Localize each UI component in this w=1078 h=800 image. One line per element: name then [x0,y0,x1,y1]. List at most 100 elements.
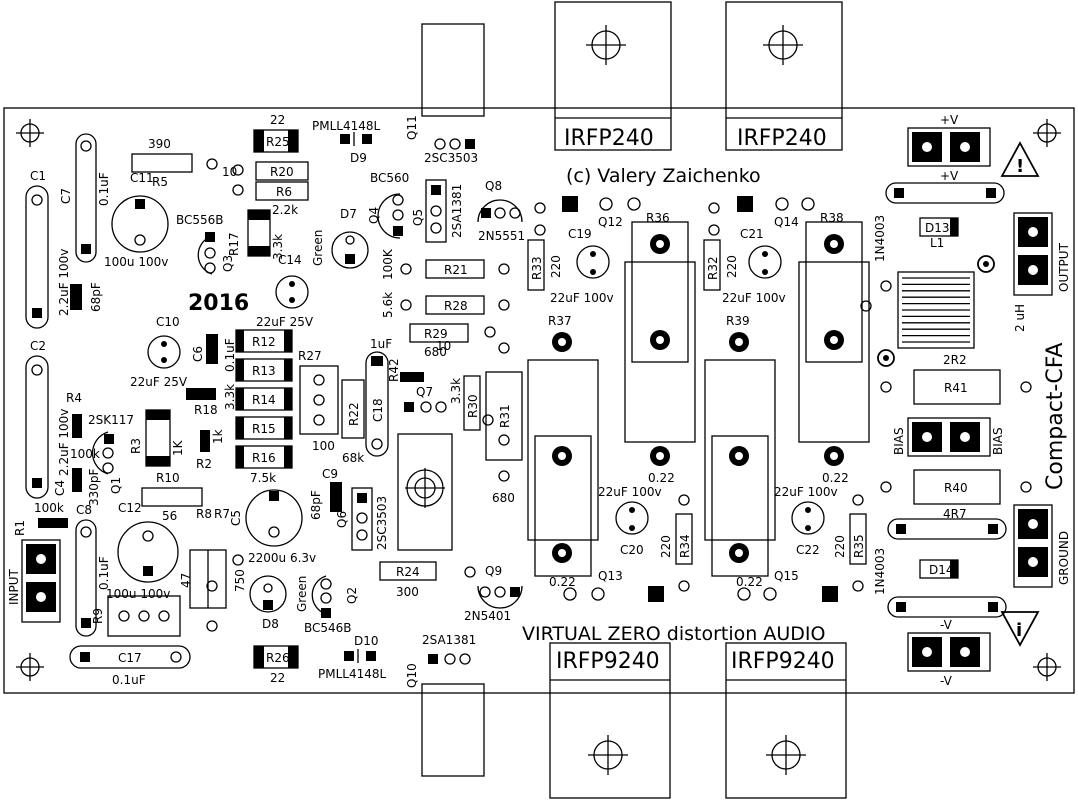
q9-label: Q9 [485,564,502,578]
r30-resistor: R30 3.3k [449,375,481,431]
q12-part-label: IRFP240 [564,126,654,151]
c19-label: C19 [568,227,592,241]
c22-label: C22 [796,543,820,557]
r10-label: R10 [156,471,180,485]
r37-value: 0.22 [549,575,576,589]
r40-value: 4R7 [943,507,967,521]
r1-resistor: R1 100k [13,501,68,536]
r5-resistor: 390 R5 [131,137,193,189]
r37-label: R37 [548,314,572,328]
r17-label: R17 [227,232,241,256]
via [708,202,720,214]
c1-label: C1 [30,169,46,183]
r6-resistor: R6 2.2k [255,181,309,217]
q1-label: Q1 [109,477,123,494]
q14-irfp240-package: IRFP240 [725,1,843,151]
c1-value: 2.2uF 100v [57,249,71,316]
q15-label: Q15 [774,569,799,583]
d13-part: 1N4003 [873,215,887,262]
vplus-connector: +V +V [907,113,991,183]
q10-heatsink-tab [421,683,485,777]
q5-part: 2SA1381 [450,184,464,238]
d8-led: D8 Green [249,575,309,631]
r35-value: 220 [833,535,847,558]
slogan-text: VIRTUAL ZERO distortion AUDIO [522,623,825,645]
vplus-label-bottom: +V [940,169,959,183]
via [678,494,690,506]
c10-label: C10 [156,315,180,329]
c20-capacitor: C20 22uF 100v [598,485,662,557]
r41-value: 2R2 [943,353,967,367]
r39-label: R39 [726,314,750,328]
inductor-coil-icon: 2 uH [877,255,1027,367]
q1-part: 2SK117 [88,413,134,427]
c2-capacitor: C2 2.2uF 100v [25,339,71,499]
q5-transistor: Q5 2SA1381 [411,179,464,243]
r27-trimmer: R27 100 [298,349,339,453]
r42-label: R42 [387,358,401,382]
warning-icon: ! [1000,141,1040,177]
ground-connector: GROUND [1013,504,1071,588]
r39-resistor: R39 0.22 [704,314,776,589]
r22-label: R22 [347,402,361,426]
mounting-hole-icon [1033,119,1061,147]
r36-label: R36 [646,211,670,225]
output-label: OUTPUT [1057,242,1071,292]
r34-resistor: R34 220 [659,513,693,565]
r1-label: R1 [13,520,27,536]
svg-text:i: i [1016,620,1022,641]
r18-label: R3 [129,438,143,454]
r14-label: R14 [252,393,276,407]
r33-value: 220 [549,255,563,278]
r24-value: 300 [396,585,419,599]
q6-transistor: Q6 2SC3503 [335,487,389,551]
r27-label: R27 [298,349,322,363]
r31-label: R31 [498,404,512,428]
c7-capacitor: C7 0.1uF [59,133,111,263]
q15-part-label: IRFP9240 [731,649,835,674]
r24-resistor: R24 300 [379,561,437,599]
r18-resistor: R3 1K [129,409,185,467]
c19-capacitor: C19 22uF 100v [550,227,614,305]
via [708,224,720,236]
q9-part: 2N5401 [464,609,511,623]
q4-transistor: BC560 Q4 [367,171,409,239]
r36-value: 0.22 [648,471,675,485]
c11-value: 100u 100v [104,255,168,269]
c21-capacitor: C21 22uF 100v [722,227,786,305]
via [206,580,218,592]
d10-diode: D10 PMLL4148L [318,634,387,681]
d10-label: D10 [354,634,379,648]
r39-value: 0.22 [736,575,763,589]
d10-part: PMLL4148L [318,667,387,681]
d7-color: Green [311,230,325,266]
d8-color: Green [295,576,309,612]
q12-label: Q12 [598,215,623,229]
q7-transistor: Q7 [404,385,447,413]
r12-label: R12 [252,335,276,349]
r30-label: R30 [466,394,480,418]
r11-resistor: R2 1k [196,429,225,471]
r26-value: 22 [270,671,285,685]
q12-pads: Q12 [562,196,641,229]
r16-label: R16 [252,451,276,465]
via [852,494,864,506]
d9-label: D9 [350,151,367,165]
via [678,580,690,592]
q7-label: Q7 [416,385,433,399]
q3-part: BC556B [176,213,224,227]
r3-label: R4 [66,391,82,405]
c12-value: 100u 100v [106,587,170,601]
q11-heatsink-tab [421,23,485,117]
r28-resistor: R28 [400,295,510,315]
q1-transistor: 2SK117 Q1 [88,413,134,494]
thermal-pad [397,433,453,551]
r29-label: R29 [424,327,448,341]
r40-label: R40 [944,481,968,495]
q14-pads: Q14 [737,196,815,229]
r38-resistor: R38 0.22 [798,211,870,485]
vminus-label-bottom: -V [940,674,953,688]
r26-label: R26 [266,651,290,665]
q2-part: BC546B [304,621,352,635]
q15-pads: Q15 [737,569,838,602]
